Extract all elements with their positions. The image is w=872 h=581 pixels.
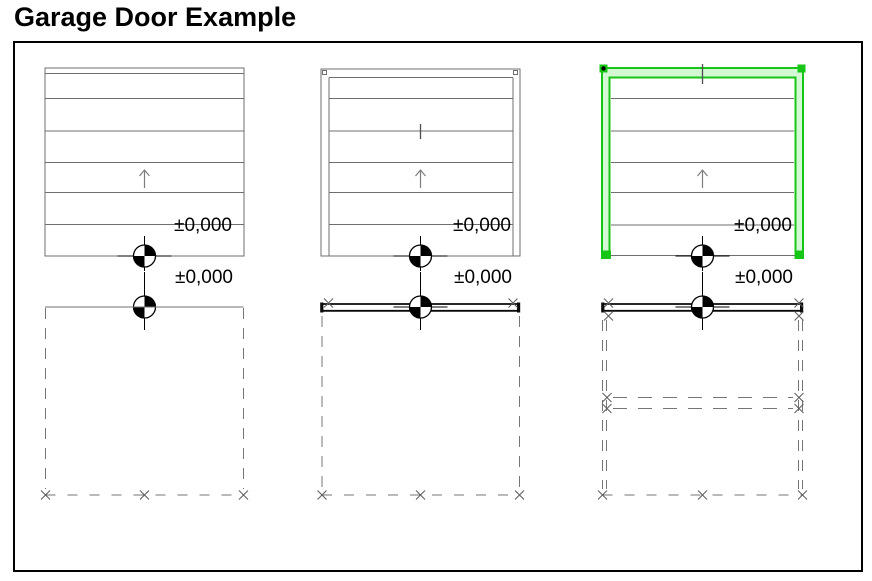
page-title: Garage Door Example [14,2,297,32]
x-mark-icon [797,489,808,501]
selection-handles[interactable] [599,64,806,259]
upper-level-label: ±0,000 [453,215,511,236]
x-mark-icon [507,297,519,309]
up-arrow-icon [138,169,151,189]
x-mark-icon [514,489,525,501]
canvas-border [13,41,863,572]
datum-level-marker-icon [674,240,731,272]
selection-handle[interactable] [603,250,611,259]
lower-level-label: ±0,000 [454,267,512,288]
datum-level-marker-icon [392,291,449,323]
garage-door-figure-2[interactable]: ±0,000 ±0,000 [316,68,525,501]
up-arrow-icon [696,169,709,189]
garage-door-figure-1[interactable]: ±0,000 ±0,000 [40,67,249,501]
upper-level-label: ±0,000 [734,215,792,236]
opening-outline [40,306,249,501]
x-mark-icon [603,310,614,322]
x-mark-icon [603,297,614,309]
datum-level-marker-icon [674,291,731,323]
selection-handle[interactable] [797,64,806,73]
hotspot-dot [601,66,606,71]
lower-level-label: ±0,000 [175,267,233,288]
opening-outline [316,316,525,501]
door-leaf-panels [329,98,513,225]
opening-outline [597,320,808,501]
selection-handle[interactable] [796,250,804,259]
datum-level-marker-icon [392,240,449,272]
up-arrow-icon [414,169,427,189]
door-leaf-panels [602,98,803,256]
upper-level-label: ±0,000 [174,215,232,236]
datum-level-marker-icon [116,240,173,272]
x-mark-icon [238,489,249,501]
lower-level-label: ±0,000 [735,267,793,288]
x-mark-icon [323,297,334,309]
garage-door-figure-3-selected[interactable]: ±0,000 ±0,000 [597,64,808,501]
x-mark-icon [793,310,805,322]
